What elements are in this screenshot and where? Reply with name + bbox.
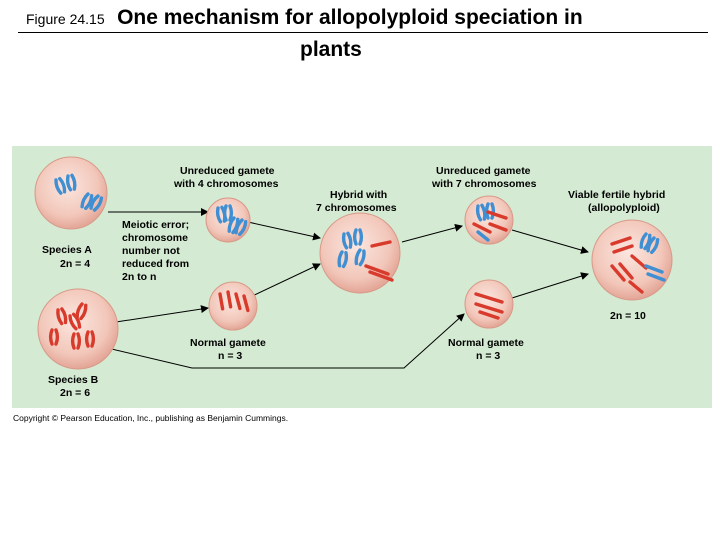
title-rule	[18, 32, 708, 33]
viable-hybrid-line2: (allopolyploid)	[588, 202, 660, 214]
normal-gamete-b-count: n = 3	[476, 350, 500, 362]
unreduced-gamete-4-line2: with 4 chromosomes	[173, 178, 279, 190]
species-a-name: Species A	[42, 244, 92, 256]
figure-title-line1: One mechanism for allopolyploid speciati…	[117, 6, 583, 29]
hybrid-cell	[319, 212, 401, 294]
meiotic-error-line4: reduced from	[122, 258, 189, 270]
figure-title-line2: plants	[300, 38, 362, 61]
unreduced-gamete-4-line1: Unreduced gamete	[180, 165, 275, 177]
unreduced-gamete-4-cell	[205, 197, 251, 243]
normal-gamete-a-label: Normal gamete	[190, 337, 266, 349]
hybrid-label-line1: Hybrid with	[330, 189, 387, 201]
viable-hybrid-count: 2n = 10	[610, 310, 646, 322]
species-a-count: 2n = 4	[60, 258, 90, 270]
viable-hybrid-line1: Viable fertile hybrid	[568, 189, 665, 201]
copyright-notice: Copyright © Pearson Education, Inc., pub…	[13, 413, 289, 423]
species-a-cell	[34, 156, 108, 230]
meiotic-error-line5: 2n to n	[122, 271, 156, 283]
species-b-count: 2n = 6	[60, 387, 90, 399]
normal-gamete-b-cell	[464, 279, 514, 329]
normal-gamete-a-cell	[208, 281, 258, 331]
figure-number: Figure 24.15	[26, 11, 105, 27]
meiotic-error-line1: Meiotic error;	[122, 219, 189, 231]
hybrid-label-line2: 7 chromosomes	[316, 202, 397, 214]
title-row: Figure 24.15 One mechanism for allopolyp…	[26, 6, 706, 30]
unreduced-gamete-7-line2: with 7 chromosomes	[431, 178, 537, 190]
meiotic-error-line3: number not	[122, 245, 180, 257]
species-b-name: Species B	[48, 374, 99, 386]
meiotic-error-line2: chromosome	[122, 232, 188, 244]
unreduced-gamete-7-cell	[464, 195, 514, 245]
species-b-cell	[37, 288, 119, 370]
normal-gamete-b-label: Normal gamete	[448, 337, 524, 349]
unreduced-gamete-7-line1: Unreduced gamete	[436, 165, 531, 177]
normal-gamete-a-count: n = 3	[218, 350, 242, 362]
speciation-diagram: Species A 2n = 4 Species B 2n = 6 Meioti…	[12, 146, 712, 408]
viable-hybrid-cell	[591, 219, 673, 301]
connector-lines	[81, 208, 589, 369]
